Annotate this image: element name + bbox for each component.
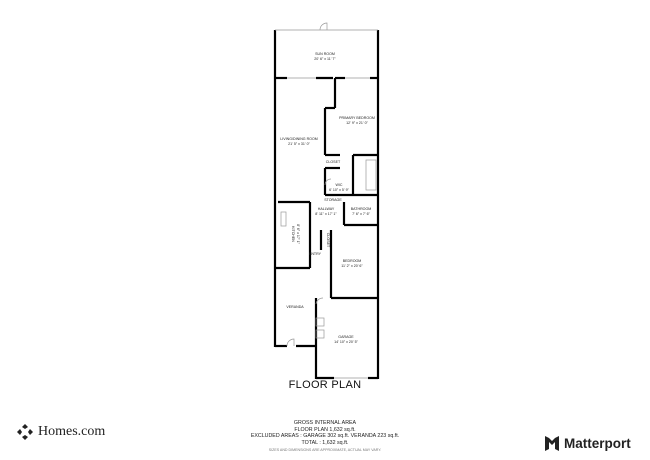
matterport-logo-text: Matterport (564, 436, 631, 451)
room-sun-room: SUN ROOM (315, 52, 335, 56)
room-veranda: VERANDA (286, 305, 304, 309)
matterport-logo-icon (545, 436, 559, 451)
room-hallway: HALLWAY (318, 207, 335, 211)
area-excluded: EXCLUDED AREAS : GARAGE 302 sq.ft. VERAN… (250, 433, 400, 440)
room-bathroom: BATHROOM (351, 207, 372, 211)
room-bedroom-dims: 11' 2" x 20' 6" (341, 264, 363, 268)
area-note: SIZES AND DIMENSIONS ARE APPROXIMATE, AC… (268, 448, 382, 453)
homes-logo: Homes.com (16, 423, 105, 441)
room-living-dining: LIVING/DINING ROOM (280, 137, 318, 141)
windows-doors (275, 22, 378, 379)
homes-logo-icon (17, 424, 33, 440)
room-kitchen: KITCHEN (291, 226, 295, 242)
area-heading: GROSS INTERNAL AREA (293, 420, 357, 426)
room-wic-dims: 6' 10" x 5' 9" (329, 188, 349, 192)
room-wic: WIC (336, 183, 343, 187)
room-entry: ENTRY (309, 252, 322, 256)
room-primary-bedroom-dims: 12' 9" x 21' 0" (346, 121, 368, 125)
room-kitchen-dims: 8' 6" x 17' 1" (296, 224, 300, 244)
room-storage: STORAGE (324, 198, 342, 202)
room-bedroom: BEDROOM (343, 259, 362, 263)
room-sun-room-dims: 20' 6" x 11' 7" (314, 57, 336, 61)
walls (273, 30, 380, 380)
room-living-dining-dims: 21' 5" x 31' 0" (288, 142, 310, 146)
room-garage: GARAGE (338, 335, 354, 339)
floor-plan-title: FLOOR PLAN (288, 379, 362, 391)
homes-logo-text: Homes.com (38, 424, 106, 439)
area-floor-plan: FLOOR PLAN 1,632 sq.ft. (294, 426, 356, 433)
matterport-logo: Matterport (545, 436, 631, 451)
room-closet-2: CLOSET (326, 233, 330, 248)
area-summary: GROSS INTERNAL AREA FLOOR PLAN 1,632 sq.… (0, 420, 650, 454)
room-closet: CLOSET (326, 160, 341, 164)
room-primary-bedroom: PRIMARY BEDROOM (339, 116, 375, 120)
room-garage-dims: 14' 10" x 20' 5" (334, 340, 358, 344)
area-total: TOTAL : 1,632 sq.ft. (301, 439, 349, 446)
room-bathroom-dims: 7' 6" x 7' 6" (352, 212, 370, 216)
room-labels: SUN ROOM 20' 6" x 11' 7" PRIMARY BEDROOM… (280, 52, 375, 344)
room-hallway-dims: 8' 11" x 17' 1" (315, 212, 337, 216)
